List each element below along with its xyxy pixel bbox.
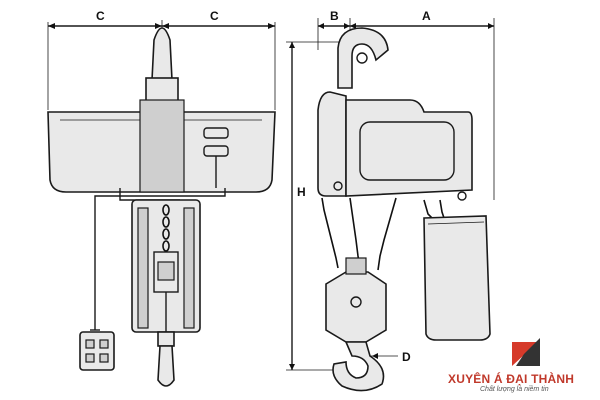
dim-label-c-right: C xyxy=(210,9,219,23)
dimension-d-group: D xyxy=(370,350,411,364)
side-motor-window xyxy=(359,121,455,181)
side-bottom-hook xyxy=(332,341,385,392)
pendant-cable xyxy=(94,188,226,330)
dim-label-h: H xyxy=(297,185,306,199)
front-bottom-hook xyxy=(157,345,175,387)
chain-bag xyxy=(423,215,491,341)
brand-slogan: Chất lượng là niềm tin xyxy=(480,386,549,393)
dim-label-d: D xyxy=(402,350,411,364)
dim-label-a: A xyxy=(422,9,431,23)
dimension-ba-group: B A xyxy=(317,9,495,200)
brand-name: XUYÊN Á ĐẠI THÀNH xyxy=(448,372,575,386)
front-view: C C xyxy=(47,9,276,387)
dim-label-c-left: C xyxy=(96,9,105,23)
front-chain xyxy=(162,204,170,252)
side-top-hook xyxy=(337,27,389,89)
dimension-h-group: H xyxy=(286,41,345,371)
dimension-c-group: C C xyxy=(47,9,276,110)
brand-logo-icon xyxy=(512,338,540,366)
top-hook-shank xyxy=(151,27,173,81)
side-view: B A H xyxy=(286,9,495,392)
pendant-control-icon xyxy=(79,329,115,371)
dim-label-b: B xyxy=(330,9,339,23)
side-housing xyxy=(317,91,347,197)
